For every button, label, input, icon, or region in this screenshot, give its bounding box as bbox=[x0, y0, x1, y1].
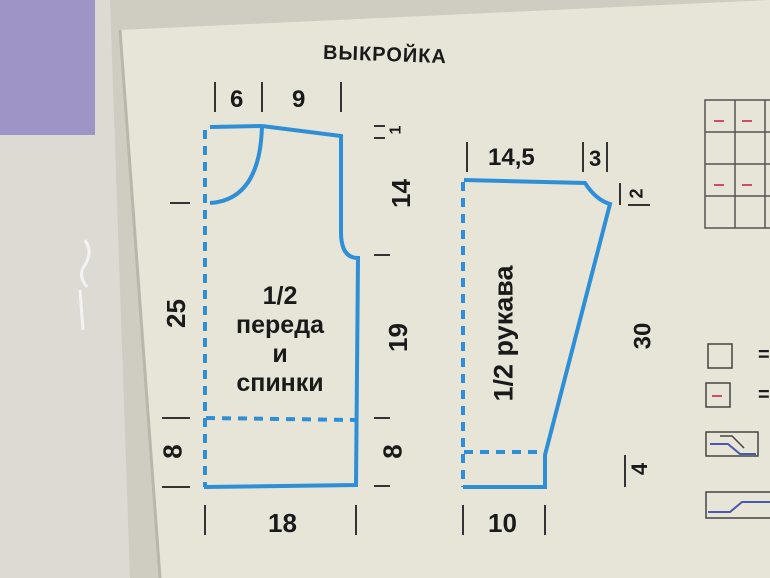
sleeve-dim-right-top: 2 bbox=[626, 188, 647, 199]
sleeve-piece-label: 1/2 рукава bbox=[488, 265, 519, 402]
body-label-line: и bbox=[272, 340, 288, 368]
sleeve-dim-bottom: 10 bbox=[488, 508, 517, 538]
page-fold bbox=[118, 29, 162, 578]
pattern-title: ВЫКРОЙКА bbox=[322, 41, 448, 69]
body-dim-right-middle: 19 bbox=[382, 323, 413, 352]
body-dim-top-left: 6 bbox=[230, 86, 244, 113]
body-piece-label: 1/2 переда и спинки bbox=[215, 282, 345, 398]
sleeve-dim-top: 14,5 bbox=[488, 144, 535, 171]
sleeve-dim-right-bottom: 4 bbox=[627, 462, 653, 476]
body-dim-left-bottom: 8 bbox=[157, 444, 188, 459]
sleeve-dim-right-main: 30 bbox=[629, 322, 657, 350]
sleeve-piece-outline bbox=[461, 178, 613, 489]
body-label-line: 1/2 bbox=[262, 282, 298, 310]
chart-grid bbox=[704, 99, 770, 229]
legend-symbols bbox=[705, 343, 770, 519]
legend-equals: = bbox=[758, 344, 770, 366]
body-dim-right-top: 1 bbox=[387, 125, 405, 135]
dimension-ticks bbox=[162, 82, 650, 535]
grid-marks bbox=[714, 120, 752, 186]
body-dim-right-upper: 14 bbox=[385, 179, 416, 208]
binding-wire bbox=[78, 239, 91, 331]
body-dim-left-main: 25 bbox=[160, 299, 191, 328]
body-piece-outline bbox=[203, 124, 361, 489]
body-label-line: переда bbox=[236, 311, 324, 339]
sleeve-dim-top-small: 3 bbox=[589, 146, 602, 171]
body-dim-bottom: 18 bbox=[268, 508, 297, 538]
body-dim-top-right: 9 bbox=[292, 86, 306, 113]
left-page bbox=[0, 0, 130, 578]
body-dim-right-bottom: 8 bbox=[377, 444, 408, 459]
body-label-line: спинки bbox=[236, 369, 324, 397]
purple-corner bbox=[0, 0, 95, 135]
legend-equals: = bbox=[758, 384, 770, 406]
